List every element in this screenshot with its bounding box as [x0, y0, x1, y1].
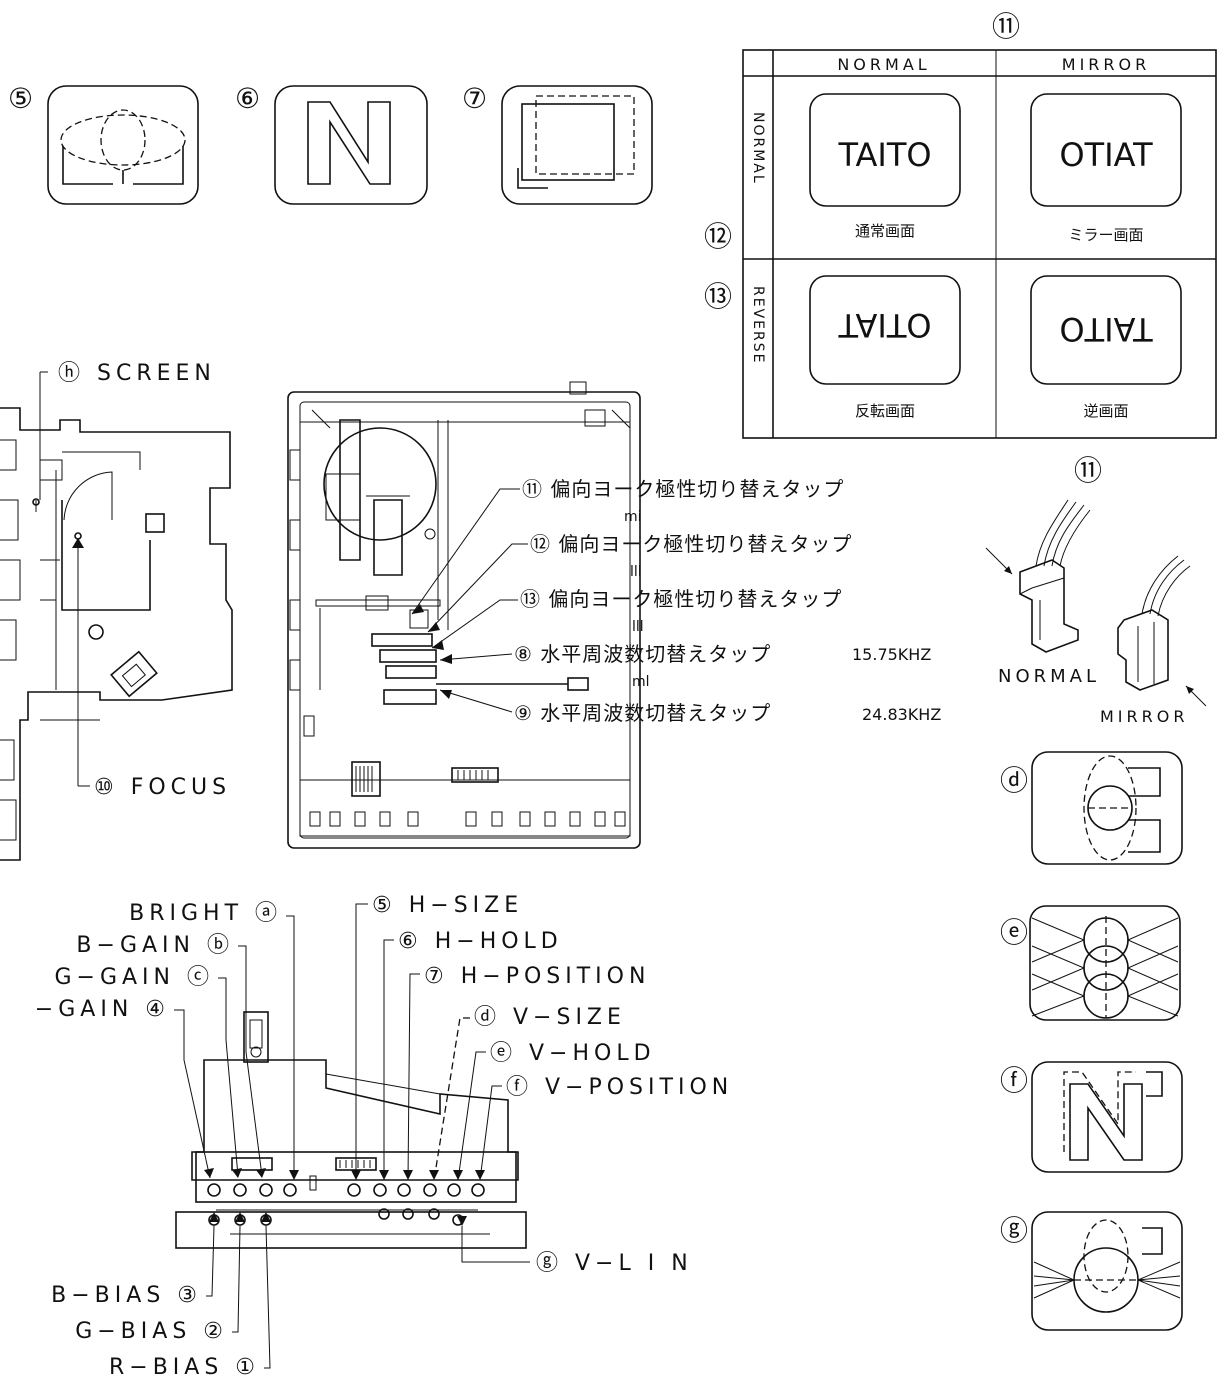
- polarity-table: ⑪ NORMAL MIRROR NORMAL REVERSE ⑫ ⑬ TAITO…: [704, 10, 1217, 439]
- label-v-position: ⓕ V−POSITION: [506, 1075, 733, 1100]
- pattern-6-marker: ⑥: [235, 82, 260, 115]
- pattern-f-panel: ⓕ: [1000, 1061, 1183, 1173]
- tap-label-12: ⑫ 偏向ヨーク極性切り替えタップ: [530, 532, 852, 556]
- caption-reverse: 反転画面: [855, 402, 915, 420]
- label-h-position: ⑦ H−POSITION: [424, 964, 650, 989]
- row-marker-13: ⑬: [704, 280, 732, 313]
- caption-normal: 通常画面: [855, 222, 915, 240]
- left-board-diagram: ⓗ SCREEN ⑩ FOCUS: [0, 361, 233, 861]
- tap-label-8: ⑧ 水平周波数切替えタップ: [514, 642, 771, 666]
- label-g-bias: G−BIAS ②: [75, 1319, 228, 1344]
- row-header-reverse: REVERSE: [750, 286, 766, 364]
- label-h-size: ⑤ H−SIZE: [372, 893, 523, 918]
- taito-logo-rotated: TAITO: [1059, 310, 1153, 348]
- connector-marker: ⑪: [1074, 454, 1102, 487]
- chassis-diagram: ⑪ 偏向ヨーク極性切り替えタップ ⑫ 偏向ヨーク極性切り替えタップ ⑬ 偏向ヨー…: [287, 381, 941, 849]
- taito-logo-reverse: TAITO: [837, 306, 931, 344]
- taito-logo-normal: TAITO: [837, 136, 931, 174]
- label-b-gain: B−GAIN ⓑ: [76, 933, 234, 958]
- circle-rays-pattern-icon: [1031, 1211, 1183, 1331]
- control-panel-diagram: BRIGHT ⓐ B−GAIN ⓑ G−GAIN ⓒ −GAIN ④ ⑤ H−S…: [35, 893, 733, 1380]
- pattern-g-marker: ⓖ: [1000, 1214, 1028, 1247]
- cell-normal-normal: TAITO 通常画面: [809, 93, 961, 240]
- focus-label: ⑩ FOCUS: [94, 775, 231, 800]
- connector-normal-label: NORMAL: [998, 666, 1100, 687]
- freq-value-15: 15.75KHZ: [852, 645, 931, 664]
- position-frame-pattern-icon: [501, 85, 653, 205]
- label-h-hold: ⑥ H−HOLD: [398, 929, 563, 954]
- vertical-ellipse-pattern-icon: [1031, 751, 1183, 865]
- cell-reverse-normal: TAITO 反転画面: [809, 275, 961, 420]
- yoke-connector-illustration: ⑪ NORMAL MIRROR: [985, 454, 1207, 726]
- letter-n-pattern-icon: [274, 85, 428, 205]
- screen-label: ⓗ SCREEN: [58, 361, 216, 386]
- caption-rotated: 逆画面: [1083, 402, 1128, 420]
- col-header-normal: NORMAL: [837, 55, 930, 74]
- tap-mark-2: lll: [630, 564, 642, 580]
- tap-mark-3: lll: [632, 619, 644, 635]
- row-marker-12: ⑫: [704, 220, 732, 253]
- pattern-d-panel: ⓓ: [1000, 751, 1183, 865]
- tap-mark-4: ml: [632, 674, 650, 690]
- row-header-normal: NORMAL: [750, 112, 766, 185]
- label-v-lin: ⓖ V−L I N: [536, 1251, 693, 1276]
- letter-n-vertical-pattern-icon: [1031, 1061, 1183, 1173]
- tap-mark-1: mi: [624, 509, 642, 525]
- cell-reverse-mirror: TAITO 逆画面: [1030, 275, 1182, 420]
- tap-label-11: ⑪ 偏向ヨーク極性切り替えタップ: [522, 477, 844, 501]
- pattern-5-marker: ⑤: [8, 82, 33, 115]
- label-r-bias: R−BIAS ①: [109, 1355, 260, 1380]
- table-marker: ⑪: [992, 10, 1020, 43]
- caption-mirror: ミラー画面: [1068, 226, 1143, 244]
- label-b-bias: B−BIAS ③: [51, 1283, 202, 1308]
- tap-label-13: ⑬ 偏向ヨーク極性切り替えタップ: [520, 587, 842, 611]
- label-v-size: ⓓ V−SIZE: [474, 1005, 626, 1030]
- pattern-7-panel: ⑦: [462, 82, 653, 205]
- pattern-d-marker: ⓓ: [1000, 764, 1028, 797]
- connector-mirror-label: MIRROR: [1100, 707, 1188, 726]
- pattern-g-panel: ⓖ: [1000, 1211, 1183, 1331]
- taito-logo-mirror: TAITO: [1059, 136, 1153, 174]
- ellipse-circle-pattern-icon: [47, 85, 199, 205]
- label-g-gain: G−GAIN ⓒ: [54, 965, 214, 990]
- pattern-e-marker: ⓔ: [1000, 916, 1028, 949]
- cell-normal-mirror: TAITO ミラー画面: [1030, 93, 1182, 244]
- pattern-7-marker: ⑦: [462, 82, 487, 115]
- label-v-hold: ⓔ V−HOLD: [490, 1041, 656, 1066]
- three-circles-pattern-icon: [1029, 905, 1181, 1021]
- label-r-gain: −GAIN ④: [35, 997, 170, 1022]
- pattern-f-marker: ⓕ: [1000, 1064, 1028, 1097]
- col-header-mirror: MIRROR: [1062, 55, 1150, 74]
- connector-mirror-icon: [1117, 555, 1207, 707]
- pattern-5-panel: ⑤: [8, 82, 199, 205]
- connector-normal-icon: [985, 499, 1091, 653]
- tap-label-9: ⑨ 水平周波数切替えタップ: [514, 701, 771, 725]
- pattern-e-panel: ⓔ: [1000, 905, 1181, 1021]
- freq-value-24: 24.83KHZ: [862, 705, 941, 724]
- pattern-6-panel: ⑥: [235, 82, 428, 205]
- label-bright: BRIGHT ⓐ: [129, 901, 282, 926]
